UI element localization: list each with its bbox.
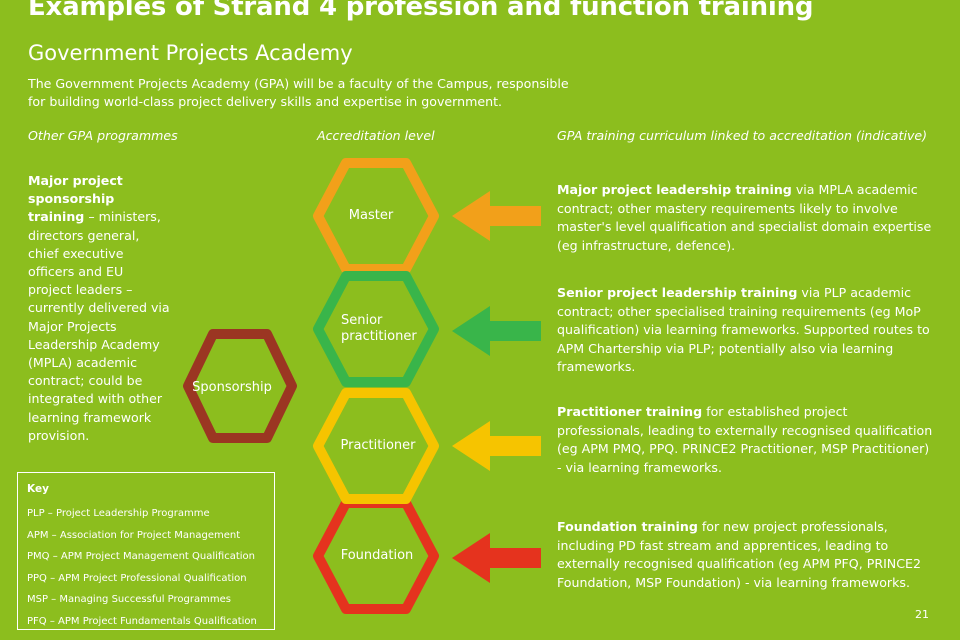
senior-training-description: Senior project leadership training via P… bbox=[557, 284, 937, 377]
key-item-ppq: PPQ – APM Project Professional Qualifica… bbox=[27, 572, 247, 584]
intro-paragraph: The Government Projects Academy (GPA) wi… bbox=[28, 76, 569, 109]
foundation-label: Foundation bbox=[341, 548, 414, 563]
key-item-pfq: PFQ – APM Project Fundamentals Qualifica… bbox=[27, 615, 257, 627]
key-item-msp: MSP – Managing Successful Programmes bbox=[27, 594, 231, 606]
sponsorship-training-text: Major project sponsorship training – min… bbox=[28, 172, 170, 445]
sponsorship-training-title: Major project sponsorship training bbox=[28, 173, 123, 225]
key-item-plp: PLP – Project Leadership Programme bbox=[27, 508, 210, 519]
senior-practitioner-label-line2: practitioner bbox=[341, 329, 417, 344]
practitioner-training-title: Practitioner training bbox=[557, 404, 703, 419]
key-item-pmq: PMQ – APM Project Management Qualificati… bbox=[27, 551, 255, 563]
foundation-training-title: Foundation training bbox=[557, 519, 698, 534]
senior-practitioner-label-line1: Senior bbox=[341, 313, 383, 328]
key-box: Key PLP – Project Leadership Programme A… bbox=[17, 472, 275, 630]
page-subtitle: Government Projects Academy bbox=[28, 41, 353, 65]
senior-practitioner-hexagon bbox=[313, 271, 439, 387]
key-item-apm: APM – Association for Project Management bbox=[27, 529, 241, 541]
page-title: Examples of Strand 4 profession and func… bbox=[28, 0, 814, 22]
key-title: Key bbox=[27, 483, 49, 495]
arrow-senior-practitioner bbox=[452, 306, 541, 356]
practitioner-training-description: Practitioner training for established pr… bbox=[557, 403, 937, 477]
column-heading-other-programmes: Other GPA programmes bbox=[28, 128, 178, 143]
column-heading-accreditation-level: Accreditation level bbox=[317, 128, 435, 143]
master-hexagon bbox=[313, 158, 439, 274]
master-training-description: Major project leadership training via MP… bbox=[557, 181, 937, 255]
practitioner-hexagon bbox=[313, 388, 439, 504]
sponsorship-hexagon bbox=[183, 329, 297, 443]
arrow-practitioner bbox=[452, 421, 541, 471]
column-heading-training-curriculum: GPA training curriculum linked to accred… bbox=[557, 128, 928, 143]
foundation-training-body: for new project professionals, including… bbox=[557, 519, 921, 590]
foundation-training-description: Foundation training for new project prof… bbox=[557, 518, 937, 592]
practitioner-training-body: for established project professionals, l… bbox=[557, 404, 933, 475]
arrow-foundation bbox=[452, 533, 541, 583]
senior-training-title: Senior project leadership training bbox=[557, 285, 798, 300]
practitioner-label: Practitioner bbox=[340, 438, 416, 453]
master-training-title: Major project leadership training bbox=[557, 182, 792, 197]
sponsorship-label: Sponsorship bbox=[192, 380, 272, 395]
master-training-body: via MPLA academic contract; other master… bbox=[557, 182, 932, 253]
page-number: 21 bbox=[915, 608, 929, 621]
senior-training-body: via PLP academic contract; other special… bbox=[557, 285, 930, 374]
master-label: Master bbox=[349, 208, 394, 223]
sponsorship-training-body: – ministers, directors general, chief ex… bbox=[28, 209, 170, 443]
arrow-master bbox=[452, 191, 541, 241]
